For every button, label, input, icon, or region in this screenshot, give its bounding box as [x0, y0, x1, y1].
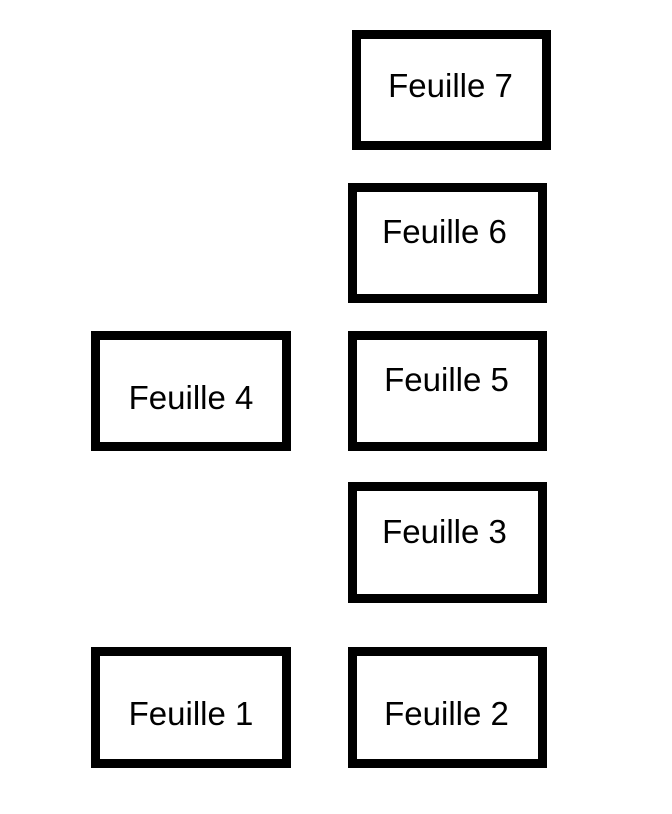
sheet-label-7: Feuille 7 [388, 67, 513, 104]
sheet-box-4: Feuille 4 [91, 331, 291, 451]
sheet-box-6: Feuille 6 [348, 183, 547, 303]
sheet-label-6: Feuille 6 [382, 213, 507, 250]
sheet-box-2: Feuille 2 [348, 647, 547, 768]
sheet-box-7: Feuille 7 [352, 30, 551, 150]
sheet-box-5: Feuille 5 [348, 331, 547, 451]
sheet-label-2: Feuille 2 [384, 694, 509, 732]
sheet-label-3: Feuille 3 [382, 512, 507, 550]
sheet-label-1: Feuille 1 [128, 694, 254, 732]
sheet-box-3: Feuille 3 [348, 482, 547, 603]
sheet-label-4: Feuille 4 [128, 379, 254, 416]
sheet-box-1: Feuille 1 [91, 647, 291, 768]
sheet-label-5: Feuille 5 [384, 361, 509, 398]
